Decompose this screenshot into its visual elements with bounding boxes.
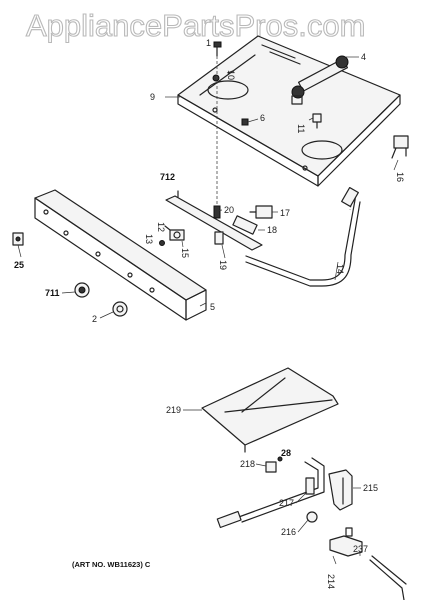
burner-pan-part-219[interactable] xyxy=(201,367,339,453)
part-19[interactable] xyxy=(214,231,224,245)
callout-219: 219 xyxy=(166,405,181,415)
valve-assembly-part-4[interactable] xyxy=(291,55,349,105)
part-6[interactable] xyxy=(241,118,249,126)
callout-217: 217 xyxy=(279,498,294,508)
callout-16: 16 xyxy=(395,172,405,182)
callout-237: 237 xyxy=(353,544,368,554)
callout-215: 215 xyxy=(363,483,378,493)
valve-part-15[interactable] xyxy=(169,229,185,241)
callout-18: 18 xyxy=(267,225,277,235)
callout-712: 712 xyxy=(160,172,175,182)
part-17[interactable] xyxy=(249,205,273,219)
part-20[interactable] xyxy=(213,205,221,219)
callout-15: 15 xyxy=(180,248,190,258)
callout-14: 14 xyxy=(335,264,345,274)
part-216[interactable] xyxy=(306,511,318,523)
part-18[interactable] xyxy=(232,215,258,235)
part-217[interactable] xyxy=(305,477,315,495)
part-218[interactable] xyxy=(265,461,277,473)
burner-tube xyxy=(216,457,325,529)
part-28[interactable] xyxy=(277,456,283,462)
art-number-label: (ART NO. WB11623) C xyxy=(72,560,151,569)
callout-12: 12 xyxy=(156,222,166,232)
callout-2: 2 xyxy=(92,314,97,324)
callout-6: 6 xyxy=(260,113,265,123)
callout-216: 216 xyxy=(281,527,296,537)
callout-214: 214 xyxy=(326,574,336,589)
callout-25: 25 xyxy=(14,260,24,270)
callout-9: 9 xyxy=(150,92,155,102)
watermark-text: AppliancePartsPros.com xyxy=(26,8,365,43)
part-12[interactable] xyxy=(164,225,171,231)
ignitor-part-16[interactable] xyxy=(391,135,409,159)
callout-20: 20 xyxy=(224,205,234,215)
part-2[interactable] xyxy=(112,301,128,317)
burner-box-part-9[interactable] xyxy=(177,35,401,187)
callout-711: 711 xyxy=(45,288,60,298)
leader-lines xyxy=(17,56,399,565)
part-10[interactable] xyxy=(212,74,220,82)
wire-part-237[interactable] xyxy=(369,555,407,600)
part-25[interactable] xyxy=(12,232,24,246)
knob-part-711[interactable] xyxy=(74,282,90,298)
callout-10: 10 xyxy=(226,70,236,80)
callout-4: 4 xyxy=(361,52,366,62)
callout-19: 19 xyxy=(218,260,228,270)
tube-part-14[interactable] xyxy=(245,186,361,287)
bracket-part-214[interactable] xyxy=(329,527,363,557)
callout-13: 13 xyxy=(144,234,154,244)
callout-5: 5 xyxy=(210,302,215,312)
manifold-panel-part-5[interactable] xyxy=(34,189,207,321)
part-13[interactable] xyxy=(159,240,165,246)
callout-17: 17 xyxy=(280,208,290,218)
callout-1: 1 xyxy=(206,38,211,48)
screw-part-1[interactable] xyxy=(213,41,222,57)
callout-11: 11 xyxy=(296,124,306,133)
callout-218: 218 xyxy=(240,459,255,469)
callout-28: 28 xyxy=(281,448,291,458)
bracket-part-215[interactable] xyxy=(328,469,353,511)
